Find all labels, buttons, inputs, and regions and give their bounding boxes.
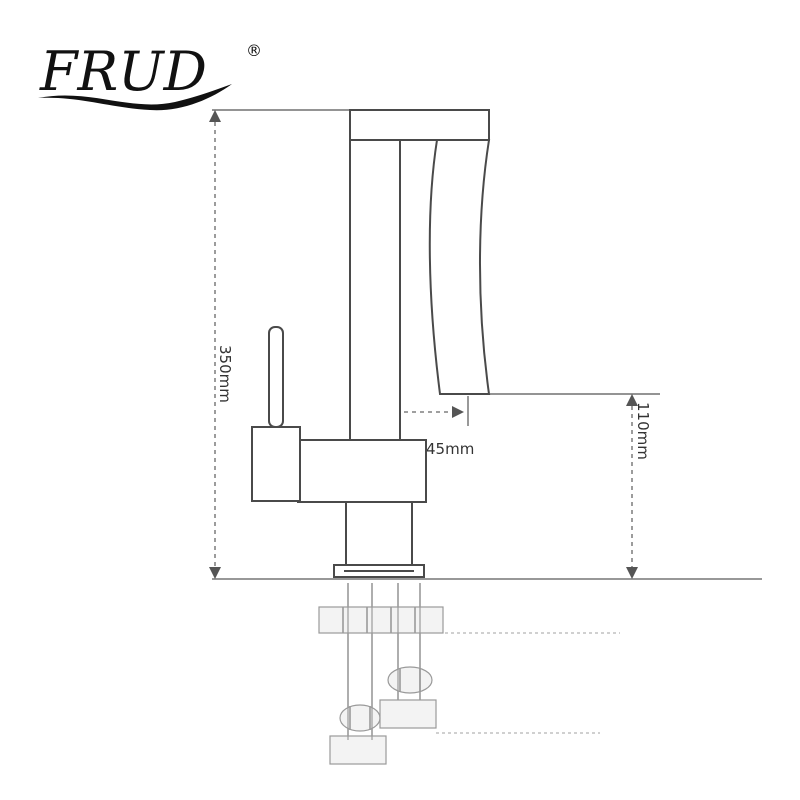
hose-nut-left [339,704,381,732]
spout-height-label: 110mm [634,402,652,460]
mounting-nut [318,606,444,634]
underdeck-fittings [318,583,620,765]
total-height-dimension: 350mm [209,109,350,579]
spout-reach-label: 45mm [426,440,474,458]
brand-logo: FRUD ® [38,40,262,111]
total-height-label: 350mm [216,345,234,403]
handle-lever [268,326,284,428]
spout-blade [428,139,491,395]
spout-height-dimension: 110mm [490,393,660,579]
hose-connector-left [329,735,387,765]
hose-nut-right [387,666,433,694]
brand-swoosh [38,84,232,111]
registered-mark: ® [246,41,262,60]
hose-connector-right [379,699,437,729]
spout-top-cap [349,109,490,141]
base-column [345,500,413,566]
faucet-body [297,439,427,503]
spout-column [349,139,401,441]
handle-housing [251,426,301,502]
brand-name: FRUD [39,40,207,103]
